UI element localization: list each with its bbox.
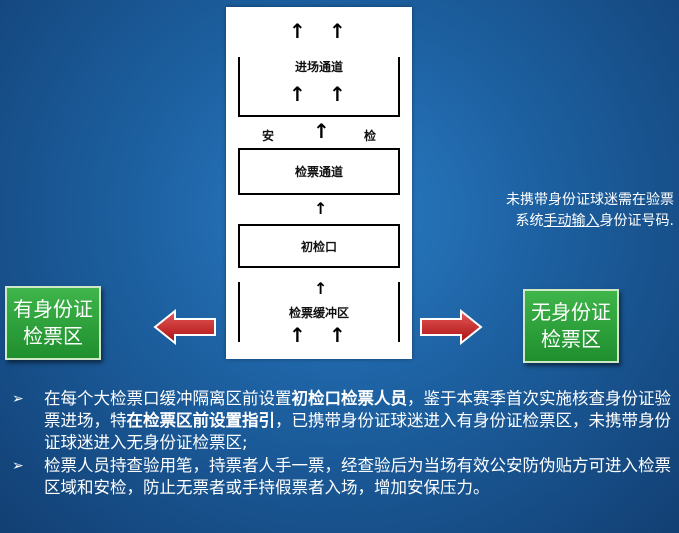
entry-channel-right-wall: [398, 57, 400, 117]
security-label-right: 检: [364, 129, 377, 143]
up-arrow-icon: ↑: [314, 199, 328, 218]
up-arrow-icon: ↑: [314, 279, 328, 298]
up-arrow-icon: ↑: [329, 19, 346, 43]
bullet-text-part: 在每个大检票口缓冲隔离区前设置: [44, 389, 292, 408]
entry-channel-bottom-wall: [238, 115, 400, 117]
entry-channel-label: 进场通道: [294, 60, 343, 74]
bullet-list: ➢ 在每个大检票口缓冲隔离区前设置初检口检票人员，鉴于本赛季首次实施核查身份证验…: [8, 388, 673, 500]
ticket-channel-box: 检票通道: [238, 148, 400, 195]
with-id-check-zone-box: 有身份证 检票区: [5, 286, 101, 360]
note-line2-end: 身份证号码.: [599, 213, 674, 229]
no-id-note: 未携带身份证球迷需在验票 系统手动输入身份证号码.: [466, 190, 674, 232]
up-arrow-icon: ↑: [289, 19, 306, 43]
without-id-box-line2: 检票区: [541, 327, 601, 351]
security-label-left: 安: [262, 129, 275, 143]
up-arrow-icon: ↑: [313, 119, 330, 143]
bullet-text-part: 检票人员持查验用笔，持票者人手一票，经查验后为当场有效公安防伪贴方可进入检票区域…: [44, 456, 671, 497]
entry-channel-left-wall: [238, 57, 240, 117]
right-arrow-icon: [420, 309, 483, 345]
note-line2-start: 系统: [515, 213, 544, 229]
note-line2: 系统手动输入身份证号码.: [466, 211, 674, 232]
up-arrow-icon: ↑: [289, 323, 306, 347]
note-line2-underlined: 手动输入: [543, 213, 600, 229]
bullet-item: ➢ 检票人员持查验用笔，持票者人手一票，经查验后为当场有效公安防伪贴方可进入检票…: [8, 455, 673, 499]
left-arrow-icon: [153, 309, 216, 345]
buffer-zone-label: 检票缓冲区: [288, 306, 349, 320]
bullet-arrow-icon: ➢: [12, 458, 24, 474]
without-id-box-line1: 无身份证: [531, 300, 611, 324]
with-id-box-line2: 检票区: [23, 324, 83, 348]
bullet-text-part: ，鉴于本赛季首次实施核查身份证验票进场，特: [44, 389, 671, 430]
buffer-zone-right-wall: [398, 282, 400, 342]
bullet-arrow-icon: ➢: [12, 391, 24, 407]
initial-check-label: 初检口: [300, 239, 337, 254]
bullet-text-bold: 初检口检票人员: [291, 389, 408, 408]
up-arrow-icon: ↑: [329, 323, 346, 347]
with-id-box-line1: 有身份证: [13, 297, 93, 321]
flow-diagram-panel: ↑ ↑ 进场通道 ↑ ↑ 安 ↑ 检 检票通道 ↑ 初检口 ↑ 检票缓冲区 ↑ …: [226, 7, 412, 359]
bullet-text: 检票人员持查验用笔，持票者人手一票，经查验后为当场有效公安防伪贴方可进入检票区域…: [44, 455, 673, 499]
bullet-text-bold: 在检票区前设置指引: [126, 411, 276, 430]
up-arrow-icon: ↑: [289, 82, 306, 106]
bullet-item: ➢ 在每个大检票口缓冲隔离区前设置初检口检票人员，鉴于本赛季首次实施核查身份证验…: [8, 388, 673, 454]
buffer-zone-left-wall: [238, 282, 240, 342]
initial-check-box: 初检口: [238, 224, 400, 268]
note-line1: 未携带身份证球迷需在验票: [506, 192, 674, 208]
without-id-check-zone-box: 无身份证 检票区: [523, 289, 619, 363]
bullet-text: 在每个大检票口缓冲隔离区前设置初检口检票人员，鉴于本赛季首次实施核查身份证验票进…: [44, 388, 673, 454]
bullet-text-part: ，已携带身份证球迷进入有身份证检票区，未携带身份证球迷进入无身份证检票区;: [44, 411, 671, 452]
up-arrow-icon: ↑: [329, 82, 346, 106]
ticket-channel-label: 检票通道: [294, 165, 343, 179]
